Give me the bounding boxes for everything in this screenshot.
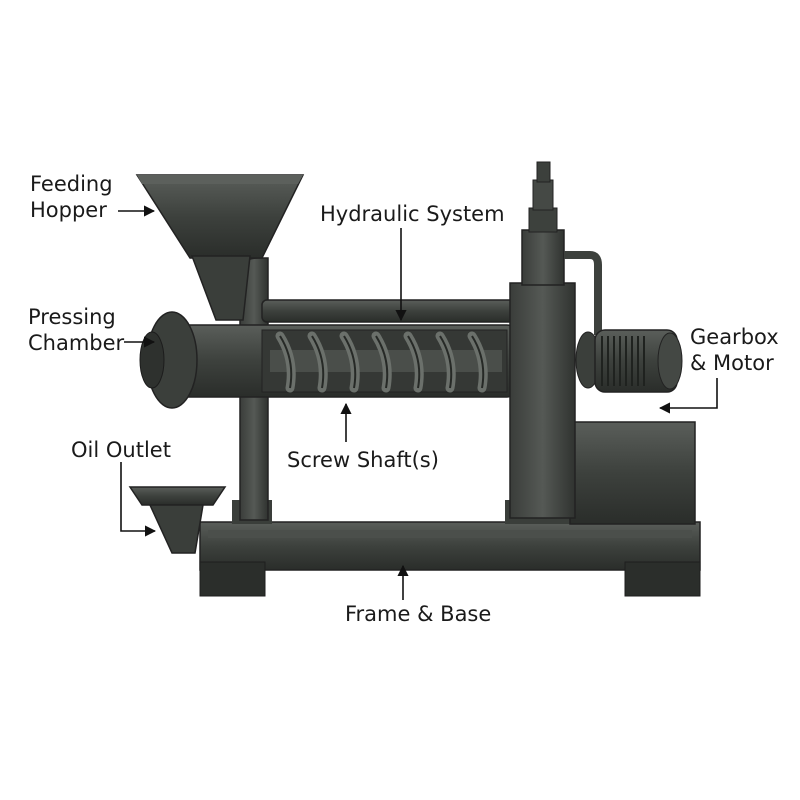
arrow-gearbox-motor [658, 378, 718, 414]
feeding-hopper [135, 174, 305, 321]
frame-base [199, 500, 701, 597]
gearbox-motor [575, 329, 683, 393]
label-screw-shafts: Screw Shaft(s) [287, 448, 439, 472]
label-pressing-chamber-line2: Chamber [28, 331, 125, 355]
label-gearbox-motor: Gearbox & Motor [690, 324, 779, 376]
motor-base-box [569, 421, 696, 525]
hydraulic-rod [261, 299, 518, 323]
label-gearbox-motor-line2: & Motor [690, 351, 774, 375]
screw-shaft [270, 331, 502, 393]
arrow-oil-outlet [120, 462, 157, 537]
hydraulic-tower [509, 161, 602, 519]
label-oil-outlet: Oil Outlet [71, 438, 171, 462]
label-gearbox-motor-line1: Gearbox [690, 325, 779, 349]
oil-outlet-tray [128, 486, 227, 554]
label-hydraulic-system: Hydraulic System [320, 202, 505, 226]
label-pressing-chamber-line1: Pressing [28, 305, 116, 329]
label-frame-base: Frame & Base [345, 602, 492, 626]
label-feeding-hopper-line1: Feeding [30, 172, 113, 196]
label-feeding-hopper-line2: Hopper [30, 198, 107, 222]
label-pressing-chamber: Pressing Chamber [28, 304, 124, 356]
label-feeding-hopper: Feeding Hopper [30, 171, 113, 223]
